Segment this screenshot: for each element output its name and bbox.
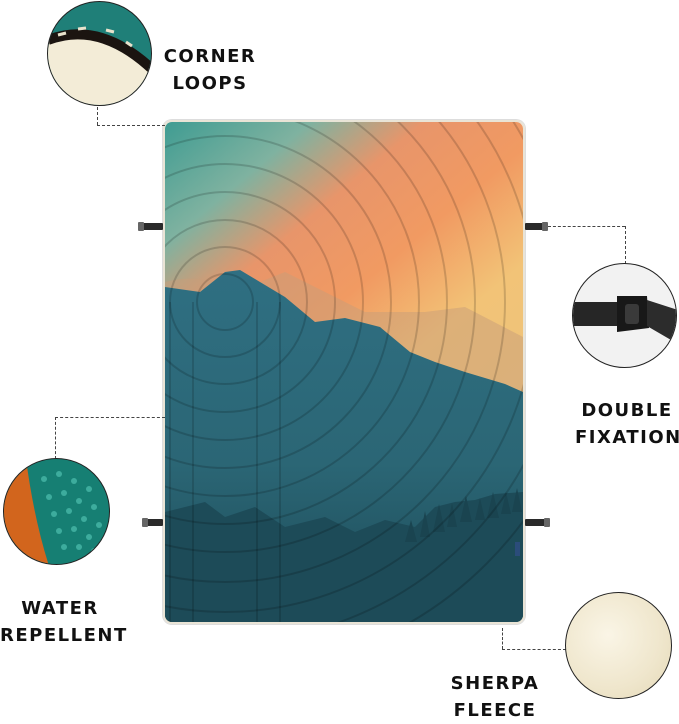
water-repellent-leader-h <box>55 417 165 418</box>
corner-loops-label: CORNER LOOPS <box>160 43 260 97</box>
double-fixation-line1: DOUBLE <box>581 400 673 421</box>
puffy-blanket-image <box>163 120 525 624</box>
strap-tab-bottom-right <box>525 518 550 527</box>
sherpa-fleece-leader-h <box>502 649 566 650</box>
water-repellent-detail-image <box>3 458 110 565</box>
water-repellent-label: WATER REPELLENT <box>0 595 128 649</box>
sherpa-fleece-line2: FLEECE <box>453 700 537 721</box>
sherpa-fleece-line1: SHERPA <box>450 673 540 694</box>
corner-loops-detail-image <box>47 1 152 106</box>
sherpa-fleece-leader-v <box>502 628 503 649</box>
corner-loops-line1: CORNER <box>163 46 257 67</box>
corner-loops-line2: LOOPS <box>172 73 248 94</box>
double-fixation-leader-h <box>548 226 625 227</box>
water-repellent-line2: REPELLENT <box>0 625 128 646</box>
double-fixation-leader-v <box>625 226 626 264</box>
water-repellent-leader-v <box>55 417 56 459</box>
double-fixation-label: DOUBLE FIXATION <box>575 397 679 451</box>
sherpa-fleece-label: SHERPA FLEECE <box>445 670 545 724</box>
water-repellent-line1: WATER <box>21 598 99 619</box>
corner-loops-leader-v <box>97 107 98 125</box>
strap-tab-bottom-left <box>142 518 163 527</box>
strap-tab-top-right <box>525 222 548 231</box>
brand-tag <box>515 542 520 556</box>
corner-loops-leader-h <box>97 125 165 126</box>
double-fixation-line2: FIXATION <box>575 427 679 448</box>
blanket-illustration <box>165 122 523 622</box>
double-fixation-detail-image <box>572 263 677 368</box>
sherpa-fleece-detail-image <box>565 592 672 699</box>
strap-tab-top-left <box>138 222 163 231</box>
